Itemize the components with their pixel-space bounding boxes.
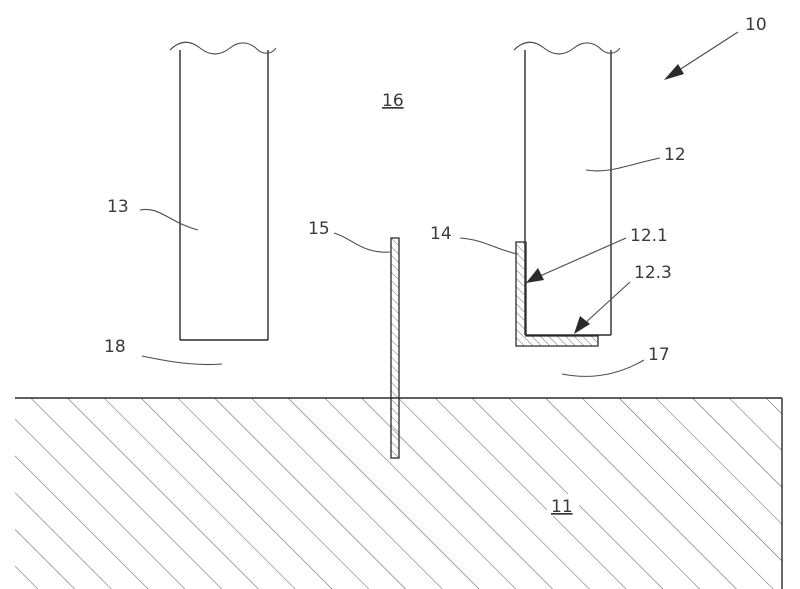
leader-18: [141, 355, 223, 366]
angle-profile: [515, 241, 599, 347]
right-wall-break-line: [513, 41, 621, 55]
arrow-face: [526, 237, 627, 283]
arrow-assembly: [664, 31, 739, 80]
label-left-wall: 13: [107, 197, 129, 217]
leader-12: [585, 157, 661, 172]
label-right-wall-face: 12.1: [630, 226, 668, 246]
leader-13: [139, 208, 199, 231]
left-wall-panel: [169, 41, 277, 341]
label-right-wall-bottom: 12.3: [634, 263, 672, 283]
label-right-bottom-gap: 17: [648, 345, 670, 365]
label-ground: 11: [551, 497, 573, 517]
label-separator-plate: 15: [308, 219, 330, 239]
separator-plate: [390, 237, 400, 459]
right-wall-panel: [513, 41, 621, 336]
leader-15: [333, 232, 391, 253]
label-upper-gap: 16: [382, 91, 404, 111]
label-angle-profile: 14: [430, 224, 452, 244]
leader-17: [561, 359, 645, 377]
label-ground-backdrop: [547, 494, 579, 516]
arrow-bottom: [574, 281, 631, 334]
left-wall-break-line: [169, 41, 277, 55]
leader-14: [459, 237, 519, 255]
label-left-bottom-gap: 18: [104, 337, 126, 357]
label-assembly: 10: [745, 15, 767, 35]
label-right-wall: 12: [664, 145, 686, 165]
